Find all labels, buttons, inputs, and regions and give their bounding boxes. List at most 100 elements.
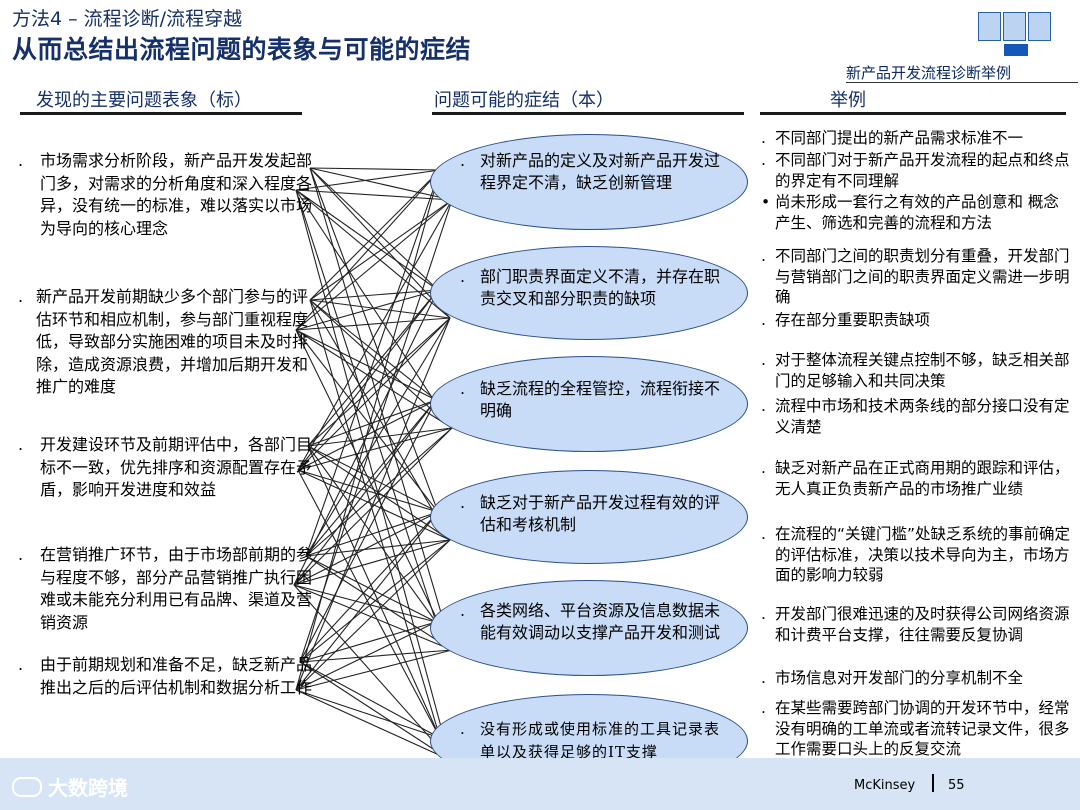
- connector-line: [295, 189, 453, 429]
- middle-column-heading: 问题可能的症结（本）: [434, 90, 614, 111]
- connector-line: [297, 317, 451, 471]
- connector-line: [307, 445, 439, 513]
- left-heading-rule: [20, 112, 302, 115]
- connector-line: [295, 189, 437, 623]
- symptom-item: . 在营销推广环节，由于市场部前期的参与程度不够，部分产品营销推广执行困难或未能…: [18, 545, 313, 632]
- cause-ellipse: [430, 134, 748, 230]
- connector-line: [293, 511, 439, 586]
- connector-line: [305, 317, 451, 557]
- example-item: .在流程的“关键门槛”处缺乏系统的事前确定的评估标准，决策以技术导向为主，市场方…: [761, 525, 1071, 584]
- connector-line: [295, 189, 453, 201]
- connector-line: [307, 289, 439, 447]
- connector-line: [293, 584, 451, 761]
- symptom-item: . 开发建设环节及前期评估中，各部门目标不一致，优先排序和资源配置存在矛盾，影响…: [18, 435, 313, 499]
- connector-line: [305, 169, 441, 557]
- example-item: .不同部门之间的职责划分有重叠，开发部门与营销部门之间的职责界面定义需进一步明确: [761, 247, 1070, 306]
- example-tag-underline: [846, 82, 1078, 83]
- connector-line: [295, 329, 437, 401]
- cause-text: .部门职责界面定义不清，并存在职责交叉和部分职责的缺项: [460, 267, 721, 308]
- example-item: .对于整体流程关键点控制不够，缺乏相关部门的足够输入和共同决策: [761, 351, 1070, 390]
- page-title: 从而总结出流程问题的表象与可能的症结: [12, 35, 472, 64]
- example-tag: 新产品开发流程诊断举例: [846, 64, 1012, 82]
- connector-line: [295, 621, 437, 691]
- example-item: •尚未形成一套行之有效的产品创意和 概念产生、筛选和完善的流程和方法: [761, 193, 1059, 232]
- connector-line: [305, 399, 437, 557]
- connector-line: [305, 427, 453, 557]
- right-column-heading: 举例: [830, 90, 866, 111]
- example-item: .存在部分重要职责缺项: [761, 311, 931, 329]
- cause-text: .缺乏流程的全程管控，流程衔接不明确: [460, 379, 721, 420]
- example-item: .开发部门很难迅速的及时获得公司网络资源和计费平台支撑，往往需要反复协调: [761, 605, 1070, 644]
- connector-line: [297, 199, 453, 471]
- connector-line: [295, 511, 439, 691]
- left-column-heading: 发现的主要问题表象（标）: [36, 90, 252, 111]
- connector-line: [309, 167, 439, 291]
- cause-ellipse: [430, 246, 748, 340]
- connector-line: [295, 189, 439, 291]
- example-item: .不同部门提出的新产品需求标准不一: [761, 129, 1024, 147]
- connector-line: [295, 169, 441, 331]
- connector-line: [293, 584, 453, 651]
- connector-line: [309, 169, 441, 301]
- connector-line: [293, 399, 437, 586]
- connector-line: [309, 167, 439, 513]
- cause-ellipse: [430, 580, 748, 676]
- connector-line: [299, 621, 437, 663]
- connector-line: [309, 167, 441, 171]
- cause-text: .缺乏对于新产品开发过程有效的评估和考核机制: [460, 493, 721, 534]
- connector-line: [295, 317, 451, 691]
- connector-line: [295, 649, 453, 691]
- connector-line: [309, 289, 439, 301]
- symptom-item: . 市场需求分析阶段，新产品开发发起部门多，对需求的分析角度和深入程度各异，没有…: [18, 151, 313, 238]
- right-heading-rule: [760, 112, 1066, 115]
- connector-line: [295, 329, 439, 513]
- connector-line: [297, 289, 439, 471]
- connector-line: [309, 299, 437, 401]
- cause-ellipse: [430, 470, 748, 564]
- example-item: .市场信息对开发部门的分享机制不全: [761, 669, 1024, 687]
- connector-line: [295, 689, 451, 761]
- example-item: .在某些需要跨部门协调的开发环节中，经常没有明确的工单流或者流转记录文件，很多工…: [761, 699, 1070, 758]
- watermark: 大数跨境: [12, 772, 128, 801]
- connector-line: [299, 511, 439, 663]
- connector-line: [305, 511, 439, 557]
- connector-line: [295, 539, 451, 691]
- connector-line: [293, 427, 453, 586]
- page-number: 55: [948, 778, 965, 793]
- connector-line: [305, 555, 453, 651]
- connector-line: [309, 299, 451, 319]
- connector-line: [297, 427, 453, 471]
- connector-line: [299, 539, 451, 663]
- section-subtitle: 方法4 – 流程诊断/流程穿越: [12, 8, 243, 30]
- cause-ellipse: [430, 356, 748, 452]
- middle-heading-rule: [432, 112, 744, 115]
- connector-line: [295, 289, 439, 331]
- connector-line: [307, 427, 453, 447]
- symptom-item: . 新产品开发前期缺少多个部门参与的评估环节和相应机制，参与部门重视程度低，导致…: [18, 287, 309, 396]
- connector-line: [307, 317, 451, 447]
- example-item: .不同部门对于新产品开发流程的起点和终点的界定有不同理解: [761, 151, 1070, 190]
- connector-line: [295, 169, 441, 691]
- cause-text: .对新产品的定义及对新产品开发过程界定不清，缺乏创新管理: [460, 151, 721, 192]
- connector-line: [309, 299, 441, 739]
- connector-line: [295, 317, 451, 331]
- example-item: .缺乏对新产品在正式商用期的跟踪和评估，无人真正负责新产品的市场推广业绩: [761, 459, 1070, 498]
- connector-line: [293, 539, 451, 586]
- connector-line: [299, 649, 453, 663]
- footer-separator: [932, 774, 934, 792]
- footer-band: [0, 758, 1080, 810]
- connector-line: [299, 661, 441, 739]
- cause-text: .没有形成或使用标准的工具记录表单以及获得足够的IT支撑: [460, 720, 721, 761]
- connector-line: [299, 399, 437, 663]
- cause-text: .各类网络、平台资源及信息数据未能有效调动以支撑产品开发和测试: [460, 601, 721, 642]
- connector-line: [309, 199, 453, 301]
- connector-line: [295, 689, 441, 739]
- watermark-logo-icon: [12, 777, 42, 797]
- brand-name: McKinsey: [854, 778, 916, 793]
- connector-line: [305, 555, 437, 623]
- connector-line: [299, 661, 451, 761]
- connector-line: [305, 539, 451, 557]
- example-item: .流程中市场和技术两条线的部分接口没有定义清楚: [761, 397, 1070, 436]
- connector-line: [297, 469, 439, 513]
